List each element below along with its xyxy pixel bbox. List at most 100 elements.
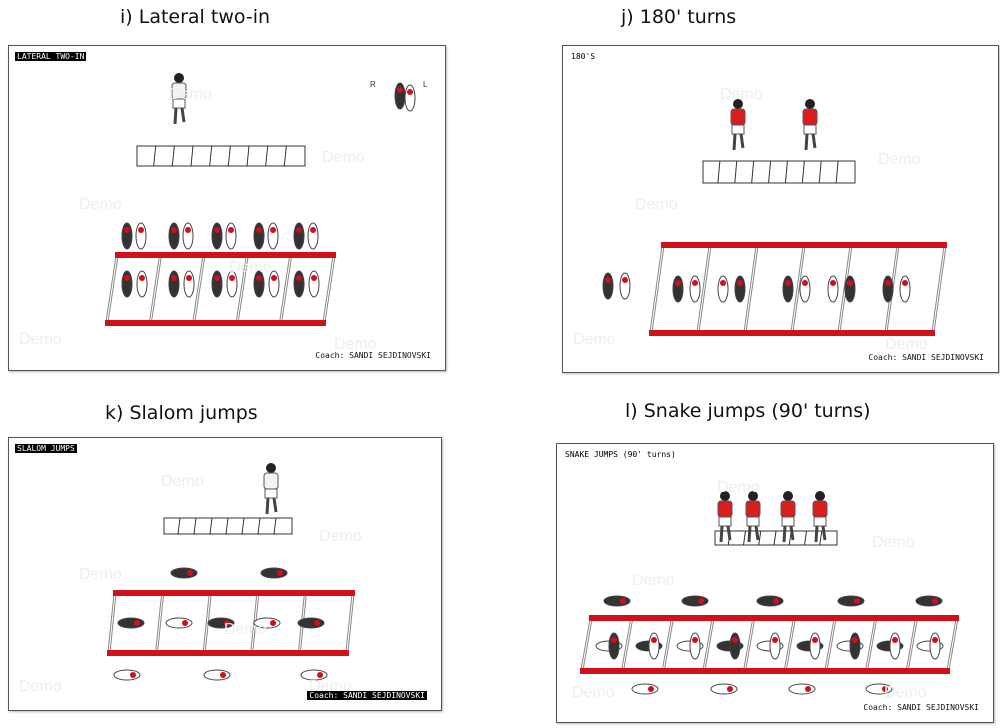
ladder-rung xyxy=(818,160,822,184)
shoe-marker xyxy=(139,275,145,281)
shoe-sole xyxy=(710,683,738,695)
ladder-rung xyxy=(751,160,755,184)
shoe-sole xyxy=(225,222,237,250)
shoe-sole xyxy=(689,632,701,660)
shoe-marker xyxy=(785,280,791,286)
ladder-rung-highlight xyxy=(156,593,164,653)
light-shoe-icon xyxy=(689,632,701,660)
dark-shoe-icon xyxy=(882,275,894,303)
light-shoe-icon xyxy=(827,275,839,303)
dark-shoe-icon xyxy=(602,272,614,300)
shoe-sole xyxy=(837,595,865,607)
light-shoe-icon xyxy=(648,632,660,660)
left-foot-label: L xyxy=(423,80,428,89)
dark-shoe-icon xyxy=(837,595,865,607)
coach-credit: Coach: SANDI SEJDINOVSKI xyxy=(868,353,984,362)
light-shoe-icon xyxy=(889,632,901,660)
ladder-rung xyxy=(190,145,194,167)
player-shirt xyxy=(717,500,733,518)
dark-shoe-icon xyxy=(293,270,305,298)
shoe-sole xyxy=(203,669,231,681)
shoe-sole xyxy=(799,275,811,303)
player-shorts xyxy=(172,98,186,109)
drill-drawing xyxy=(107,463,355,681)
ladder-rung-highlight xyxy=(825,618,836,671)
shoe-sole xyxy=(608,632,620,660)
shoe-marker xyxy=(186,275,192,281)
watermark: Demo xyxy=(229,259,272,276)
shoe-sole xyxy=(782,275,794,303)
player-leg xyxy=(821,525,827,541)
shoe-marker xyxy=(932,598,938,604)
dark-shoe-icon xyxy=(734,275,746,303)
player-leg xyxy=(804,133,809,151)
ladder-rung xyxy=(743,530,746,546)
dark-shoe-icon xyxy=(170,567,198,579)
drill-label: 180'S xyxy=(571,52,596,61)
shoe-sole xyxy=(183,270,195,298)
ladder-rung xyxy=(283,145,287,167)
shoe-marker xyxy=(256,275,262,281)
player-leg xyxy=(811,133,817,149)
shoe-marker xyxy=(124,275,130,281)
light-shoe-icon xyxy=(226,270,238,298)
shoe-sole xyxy=(121,222,133,250)
shoe-marker xyxy=(605,277,611,283)
shoe-marker xyxy=(296,227,302,233)
ladder-rung xyxy=(257,517,261,535)
ladder-rung xyxy=(225,517,229,535)
ladder-rung xyxy=(241,517,245,535)
light-shoe-icon xyxy=(113,669,141,681)
light-shoe-icon xyxy=(253,617,281,629)
shoe-marker xyxy=(622,277,628,283)
dark-shoe-icon xyxy=(211,270,223,298)
shoe-sole xyxy=(293,222,305,250)
ladder-rung xyxy=(734,160,738,184)
shoe-sole xyxy=(769,632,781,660)
ladder-rung xyxy=(773,530,777,546)
player-figure xyxy=(717,491,733,543)
watermark: Demo xyxy=(161,473,204,490)
panel-title-j: j) 180' turns xyxy=(621,6,737,28)
ladder-rung-highlight xyxy=(650,245,664,333)
light-shoe-icon xyxy=(689,275,701,303)
ladder-rung xyxy=(171,145,175,167)
shoe-marker xyxy=(852,637,858,643)
player-head xyxy=(174,73,184,83)
player-leg xyxy=(180,107,186,123)
light-shoe-icon xyxy=(308,270,320,298)
player-shorts xyxy=(803,124,817,135)
player-head xyxy=(733,99,743,109)
drill-label: SLALOM JUMPS xyxy=(15,444,77,453)
panel-title-i: i) Lateral two-in xyxy=(120,6,271,28)
ladder-rung-highlight xyxy=(280,255,292,323)
shoe-sole xyxy=(168,270,180,298)
player-leg xyxy=(726,525,732,541)
player-leg xyxy=(739,133,745,149)
dark-shoe-icon xyxy=(681,595,709,607)
shoe-marker xyxy=(692,637,698,643)
shoe-sole xyxy=(648,632,660,660)
ladder-rail-bottom xyxy=(107,650,349,656)
panel-title-l: l) Snake jumps (90' turns) xyxy=(625,400,871,422)
shoe-marker xyxy=(314,620,320,626)
player-leg xyxy=(814,525,819,543)
watermark: Demo xyxy=(319,528,362,545)
coach-credit: Coach: SANDI SEJDINOVSKI xyxy=(863,703,979,712)
shoe-marker xyxy=(182,620,188,626)
shoe-marker xyxy=(932,637,938,643)
shoe-marker xyxy=(847,280,853,286)
ladder-rail-top xyxy=(661,242,947,248)
shoe-sole xyxy=(113,669,141,681)
light-shoe-icon xyxy=(182,222,194,250)
watermark: Demo xyxy=(717,479,760,496)
player-leg xyxy=(272,497,278,513)
shoe-marker xyxy=(812,637,818,643)
shoe-marker xyxy=(311,275,317,281)
player-shirt xyxy=(745,500,761,518)
light-shoe-icon xyxy=(307,222,319,250)
ladder-rung xyxy=(265,145,269,167)
light-shoe-icon xyxy=(619,272,631,300)
shoe-marker xyxy=(720,280,726,286)
